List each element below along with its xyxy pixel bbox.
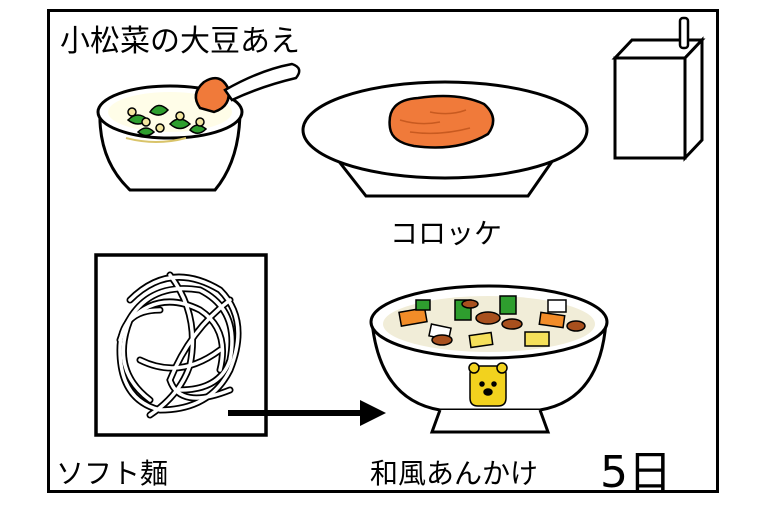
main-dish-label: コロッケ	[390, 217, 503, 250]
soup-label: 和風あんかけ	[370, 457, 539, 490]
milk-carton-icon	[611, 16, 706, 162]
korokke-plate-icon	[301, 80, 589, 198]
noodle-label: ソフト麺	[56, 457, 169, 490]
side-dish-bowl-icon	[96, 62, 301, 192]
side-dish-label: 小松菜の大豆あえ	[60, 24, 300, 59]
date-label: 5日	[600, 447, 672, 498]
bear-badge-icon	[468, 362, 508, 407]
arrow-right-icon	[228, 400, 386, 426]
soup-bowl-icon	[369, 284, 609, 434]
soft-noodle-icon	[94, 253, 268, 437]
